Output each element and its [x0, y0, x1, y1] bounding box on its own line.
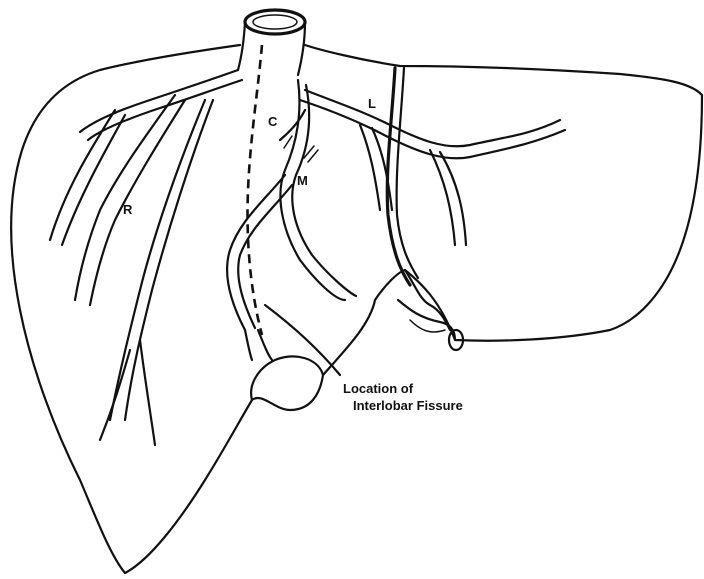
label-m: M — [297, 174, 308, 187]
caption-line-1: Location of — [343, 380, 463, 397]
label-l: L — [368, 97, 376, 110]
label-c: C — [268, 115, 277, 128]
caudate-tick-1 — [284, 136, 292, 148]
middle-vein-branch-b — [238, 185, 292, 328]
ivc-inner — [253, 15, 297, 29]
right-vein-main-a — [80, 70, 238, 132]
middle-vein-lower-b — [258, 330, 272, 360]
middle-vein-lower-a — [245, 330, 252, 360]
left-vein-a — [305, 90, 560, 146]
gallbladder — [251, 356, 323, 400]
falciform-line-2 — [397, 68, 418, 278]
pointer-line — [265, 305, 340, 375]
ivc-top — [245, 10, 305, 34]
label-r: R — [123, 203, 132, 216]
right-vein-twig-b — [140, 340, 155, 445]
left-vein-down-a — [430, 150, 455, 245]
fissure-caption: Location of Interlobar Fissure — [343, 380, 463, 414]
caption-line-2: Interlobar Fissure — [343, 397, 463, 414]
left-vein-b — [300, 100, 565, 158]
interlobar-fissure-line — [248, 45, 262, 335]
falciform-line-1 — [387, 68, 410, 285]
